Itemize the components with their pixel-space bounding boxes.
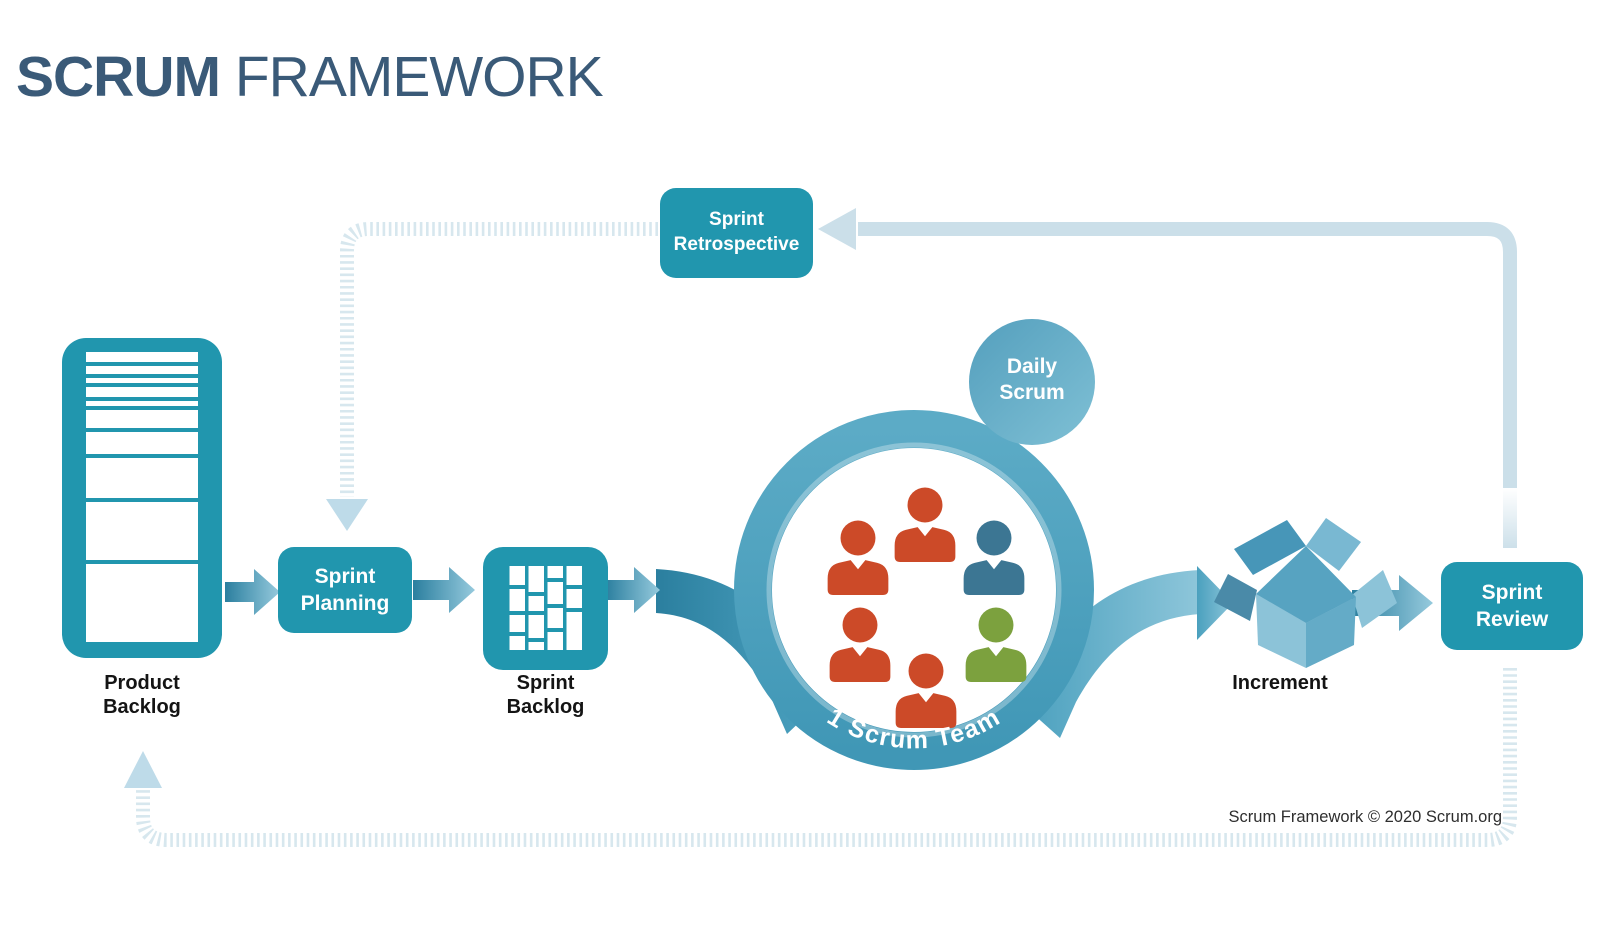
backlog-up-arrowhead-icon xyxy=(124,751,162,788)
copyright-text: Scrum Framework © 2020 Scrum.org xyxy=(1228,808,1502,826)
increment-box-icon xyxy=(1214,518,1397,668)
retrospective-to-planning-loop xyxy=(326,222,658,531)
arrow-backlog-to-planning xyxy=(225,569,280,615)
title-framework: FRAMEWORK xyxy=(234,45,604,110)
title-scrum: SCRUM xyxy=(16,45,221,110)
page-title: SCRUM FRAMEWORK xyxy=(16,44,604,110)
review-to-product-backlog-loop xyxy=(124,668,1517,847)
daily-scrum-badge xyxy=(969,319,1095,445)
increment-label: Increment xyxy=(1232,672,1328,694)
team-to-increment-ribbon xyxy=(1022,566,1233,738)
retrospective-arrowhead-icon xyxy=(818,208,856,250)
review-to-retrospective-loop xyxy=(818,208,1522,550)
increment-arrowhead-icon xyxy=(1197,566,1233,640)
planning-down-arrowhead-icon xyxy=(326,499,368,531)
arrow-planning-to-sprintbacklog xyxy=(413,567,475,613)
product-backlog-icon xyxy=(62,338,222,658)
arrow-sprintbacklog-to-team xyxy=(606,567,660,613)
sprint-backlog-grid-icon xyxy=(483,547,608,670)
